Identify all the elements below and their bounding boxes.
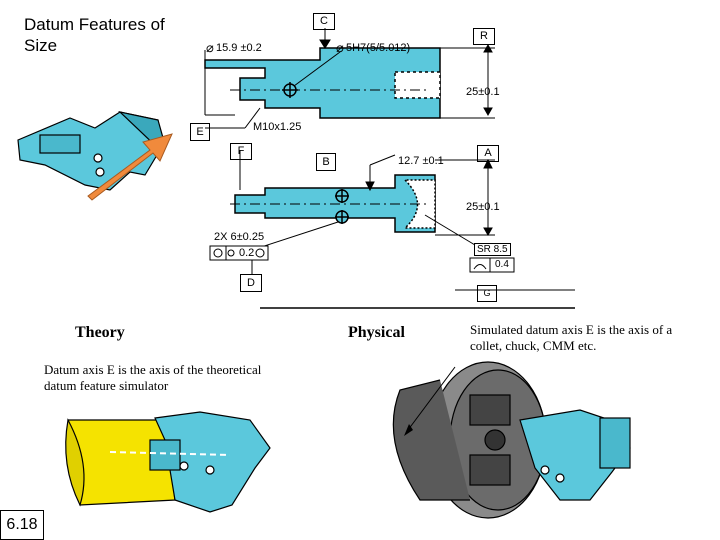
slide-title: Datum Features of Size <box>24 15 165 55</box>
dimension-sr: SR 8.5 <box>474 243 511 256</box>
top-drawing-view <box>204 47 441 119</box>
physical-chuck <box>392 361 631 519</box>
datum-d-box: D <box>240 274 262 292</box>
top-dimension-lines <box>204 28 495 129</box>
slide-number: 6.18 <box>0 510 44 540</box>
dimension-25-top: 25±0.1 <box>466 86 500 98</box>
dimension-diameter-1: 15.9 ±0.2 <box>216 42 262 54</box>
datum-arrow <box>87 133 173 201</box>
datum-r-box: R <box>473 28 495 45</box>
datum-a-box: A <box>477 145 499 162</box>
theory-heading: Theory <box>75 324 125 341</box>
theory-text: Datum axis E is the axis of the theoreti… <box>44 362 262 393</box>
datum-f-box: F <box>230 143 252 160</box>
bottom-dimension-lines <box>239 150 495 275</box>
dimension-25-bottom: 25±0.1 <box>466 201 500 213</box>
diameter-icon: ⌀ <box>206 40 214 55</box>
left-isometric-part <box>17 110 166 191</box>
dimension-diameter-2: 5H7(5/5.012) <box>346 42 411 54</box>
datum-g-box: G <box>477 285 497 302</box>
feature-control-frame <box>209 245 515 273</box>
diameter-icon: ⌀ <box>336 40 344 55</box>
datum-e-box: E <box>190 123 210 141</box>
dimension-12-7: 12.7 ±0.1 <box>398 155 444 167</box>
datum-b-box: B <box>316 153 336 171</box>
theory-illustration <box>65 411 271 513</box>
leader-physical <box>407 366 456 431</box>
physical-text: Simulated datum axis E is the axis of a … <box>470 322 673 353</box>
dimension-holes: 2X 6±0.25 <box>214 231 265 243</box>
datum-c-box: C <box>313 13 335 30</box>
position-tolerance: 0.2 <box>239 247 255 259</box>
profile-tolerance: 0.4 <box>495 259 509 270</box>
physical-heading: Physical <box>348 324 405 341</box>
dimension-thread: M10x1.25 <box>253 121 302 133</box>
